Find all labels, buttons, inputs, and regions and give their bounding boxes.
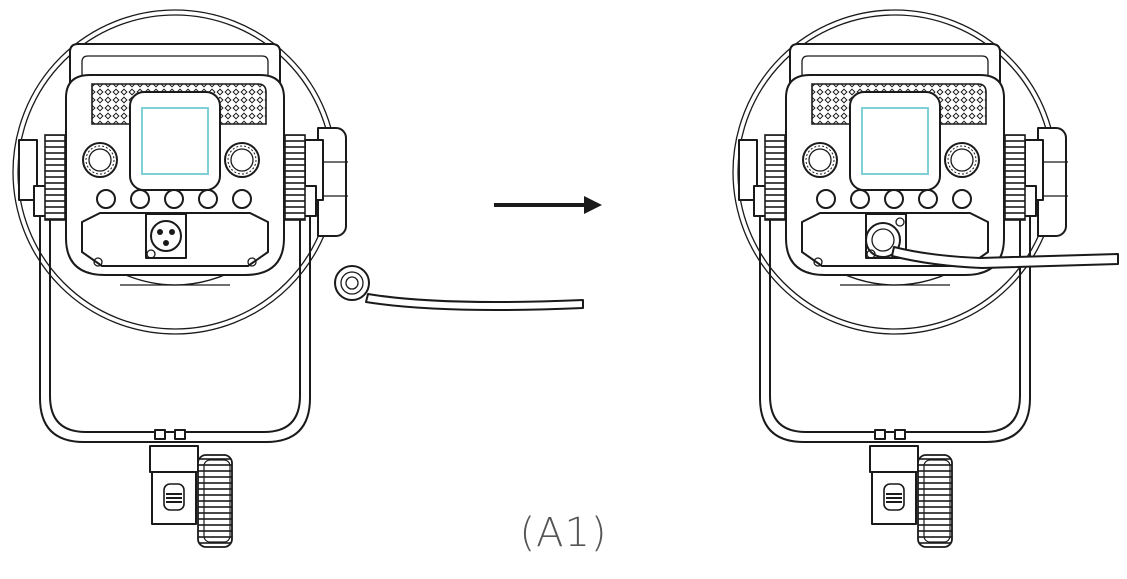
light-fixture-before [12,9,349,548]
fixture-before [12,9,584,548]
xlr-socket-icon [145,213,187,259]
power-cable-connected [891,246,1119,269]
power-cable-loose [334,265,584,311]
fixture-after [732,9,1119,548]
connected-plug-icon [865,213,907,259]
arrow-right-icon [494,196,602,214]
figure-caption: (A1) [519,510,608,556]
light-fixture-after [732,9,1069,548]
